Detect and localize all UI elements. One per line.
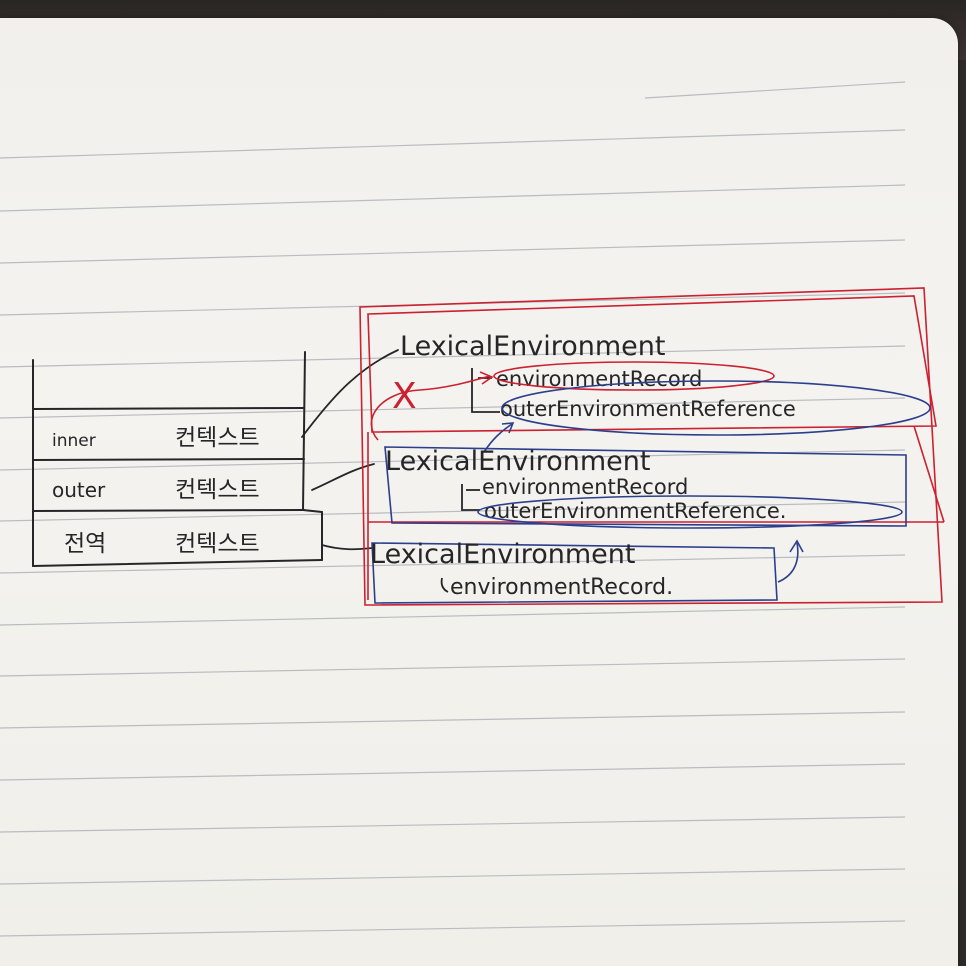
stack-connectors bbox=[301, 349, 399, 551]
rule-line bbox=[0, 184, 906, 212]
rule-line bbox=[0, 239, 906, 264]
rule-line bbox=[0, 606, 906, 626]
rule-line bbox=[0, 763, 906, 781]
stack-row-suffix: 컨텍스트 bbox=[175, 531, 260, 557]
global-to-outer-arrow bbox=[777, 542, 799, 583]
cross-mark: X bbox=[392, 376, 417, 417]
outer-ref-highlight-oval bbox=[501, 380, 931, 436]
blue-arrow-head bbox=[501, 422, 515, 434]
env-title: LexicalEnvironment bbox=[370, 539, 635, 570]
record-highlight-oval bbox=[493, 361, 775, 391]
rule-line bbox=[0, 658, 906, 677]
env-title: LexicalEnvironment bbox=[385, 446, 650, 477]
stack-row-global: 전역 컨텍스트 bbox=[64, 531, 260, 557]
scope-annotations: X bbox=[370, 371, 494, 441]
env-outer-ref-label: outerEnvironmentReference bbox=[500, 397, 796, 421]
stack-divider bbox=[32, 458, 305, 461]
connector-inner bbox=[301, 349, 399, 438]
tree-connector bbox=[440, 577, 449, 593]
stack-right-wall bbox=[302, 351, 306, 511]
rule-line bbox=[0, 554, 906, 574]
stack-bottom bbox=[32, 559, 323, 567]
stack-row-suffix: 컨텍스트 bbox=[175, 425, 260, 451]
memory-border-inner-right bbox=[913, 425, 945, 523]
env-record-label: environmentRecord bbox=[482, 475, 688, 499]
rule-line bbox=[0, 501, 906, 522]
stack-row-suffix: 컨텍스트 bbox=[175, 477, 260, 503]
rule-line bbox=[0, 397, 906, 419]
stack-row-prefix: 전역 bbox=[64, 531, 106, 557]
connector-outer bbox=[311, 463, 375, 491]
rule-line bbox=[0, 816, 906, 833]
env-outer-ref-label: outerEnvironmentReference. bbox=[484, 499, 786, 523]
outer-lexical-environment: LexicalEnvironment environmentRecord out… bbox=[384, 446, 907, 529]
rule-line bbox=[0, 345, 906, 368]
tree-connector bbox=[461, 484, 480, 511]
rule-line bbox=[0, 711, 906, 729]
rule-line bbox=[0, 868, 906, 885]
red-arrow-head bbox=[479, 371, 494, 385]
memory-border-outer bbox=[359, 287, 943, 606]
rule-line bbox=[644, 81, 906, 99]
env-box bbox=[371, 542, 778, 604]
env-record-label: environmentRecord bbox=[496, 367, 702, 391]
red-reference-curve bbox=[370, 375, 491, 441]
stack-row-inner: inner 컨텍스트 bbox=[52, 425, 260, 451]
execution-context-stack bbox=[32, 351, 323, 567]
global-to-outer-arrow-head bbox=[789, 539, 804, 553]
stack-divider bbox=[302, 509, 323, 513]
stack-row-outer: outer 컨텍스트 bbox=[52, 477, 260, 503]
stack-row-prefix: outer bbox=[52, 478, 106, 502]
stack-row-prefix: inner bbox=[52, 431, 96, 451]
tree-connector bbox=[471, 368, 500, 413]
env-title: LexicalEnvironment bbox=[400, 331, 665, 362]
inner-lexical-environment: LexicalEnvironment environmentRecord out… bbox=[400, 331, 931, 436]
stack-divider bbox=[32, 509, 305, 512]
global-lexical-environment: LexicalEnvironment environmentRecord. bbox=[370, 539, 804, 604]
outer-ref-highlight-oval bbox=[477, 495, 903, 529]
rule-line bbox=[0, 920, 906, 937]
notebook-page bbox=[0, 18, 958, 966]
rule-line bbox=[0, 129, 906, 159]
env-record-label: environmentRecord. bbox=[450, 575, 673, 600]
env-box bbox=[384, 446, 907, 527]
stack-divider bbox=[32, 407, 304, 410]
memory-border-inner bbox=[367, 295, 937, 433]
